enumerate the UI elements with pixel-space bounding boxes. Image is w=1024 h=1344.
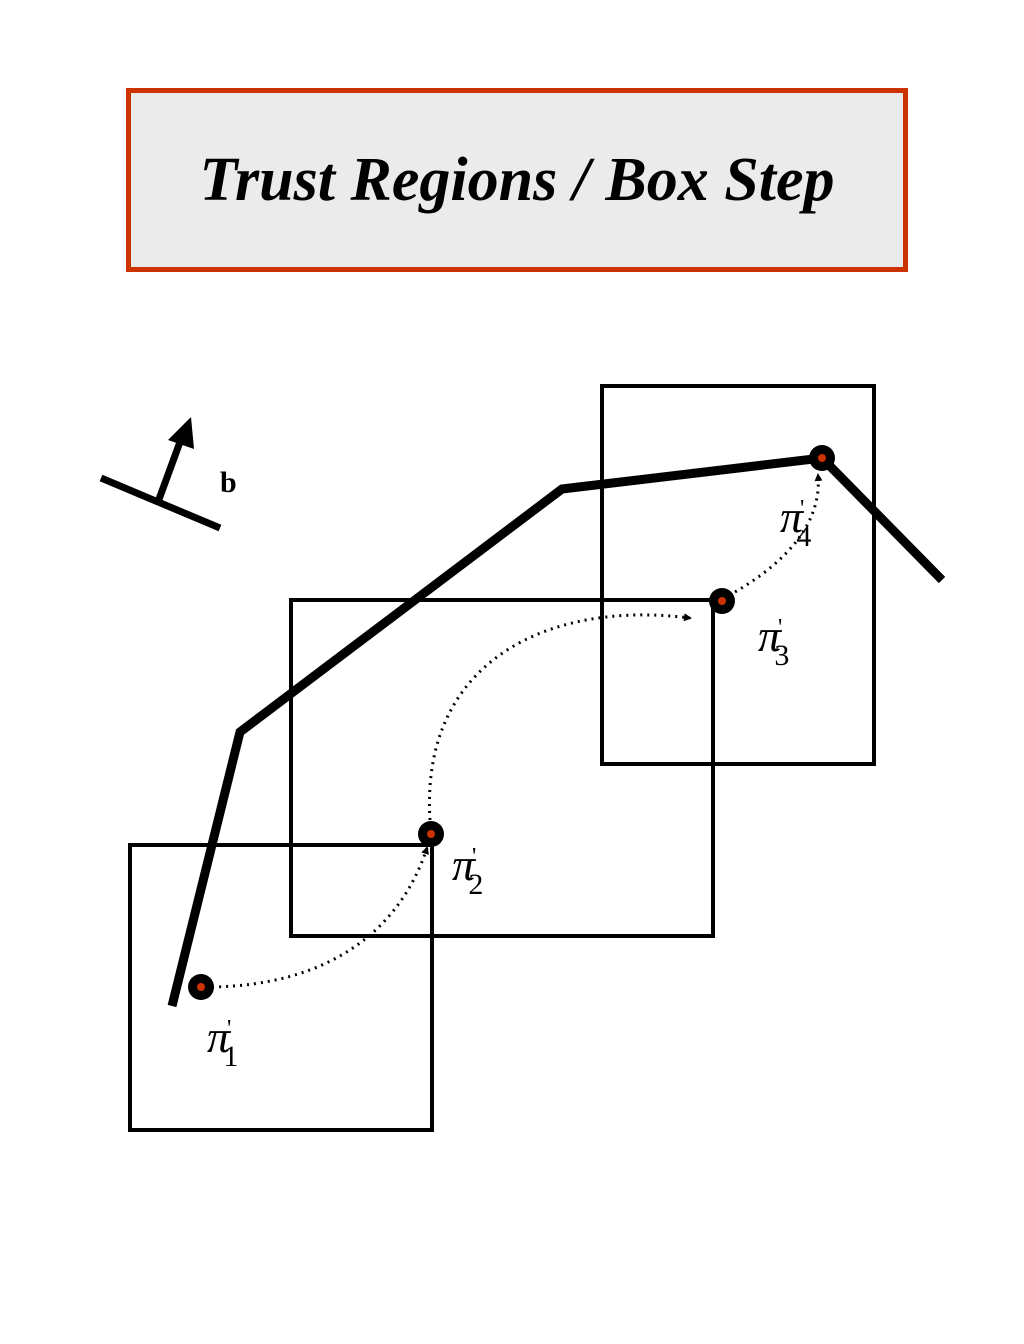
label-pi-4: π'4: [780, 491, 811, 553]
label-pi-2: π'2: [452, 839, 483, 901]
dual-function-polyline: [167, 453, 946, 1008]
trust-box-1: [128, 843, 434, 1132]
label-pi-3: π'3: [758, 610, 789, 672]
point-pi-2: [418, 821, 444, 847]
title-box: Trust Regions / Box Step: [126, 88, 908, 272]
step-path-2-3: [427, 613, 692, 821]
trust-box-2: [289, 598, 715, 938]
point-pi-4: [809, 445, 835, 471]
trust-box-3: [600, 384, 876, 766]
page-title: Trust Regions / Box Step: [199, 145, 835, 214]
label-pi-1: π'1: [207, 1011, 238, 1073]
point-pi-1: [188, 974, 214, 1000]
step-path-1-2: [211, 846, 429, 989]
vector-b-icon: [99, 417, 222, 532]
step-path-3-4: [734, 473, 823, 594]
point-pi-3: [709, 588, 735, 614]
vector-b-label: b: [220, 466, 237, 499]
